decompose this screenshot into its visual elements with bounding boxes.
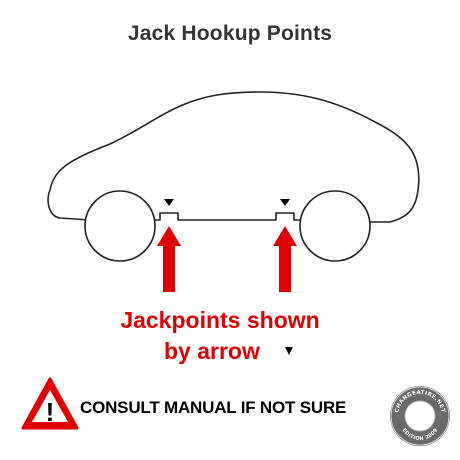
caption-jackpoints: Jackpoints shown — [120, 307, 320, 333]
front-wheel — [84, 190, 156, 262]
page-title: Jack Hookup Points — [127, 22, 333, 45]
up-arrow-icon — [273, 226, 297, 292]
warning-symbol: ! — [46, 397, 55, 427]
car-body-outline — [47, 91, 420, 223]
jack-point-marker-icon — [285, 347, 293, 355]
jack-point-marker-icon — [280, 199, 290, 206]
warning-triangle-icon: ! — [21, 377, 79, 430]
warning-message: CONSULT MANUAL IF NOT SURE — [80, 398, 347, 417]
badge-seal-icon: CHANGEATIRE.NET EDITION 2009 — [390, 386, 450, 446]
car-sill-line — [152, 212, 302, 221]
rear-wheel — [299, 190, 371, 262]
caption-by-arrow: by arrow — [164, 338, 260, 364]
jack-point-marker-icon — [164, 199, 174, 206]
up-arrow-icon — [157, 226, 181, 292]
